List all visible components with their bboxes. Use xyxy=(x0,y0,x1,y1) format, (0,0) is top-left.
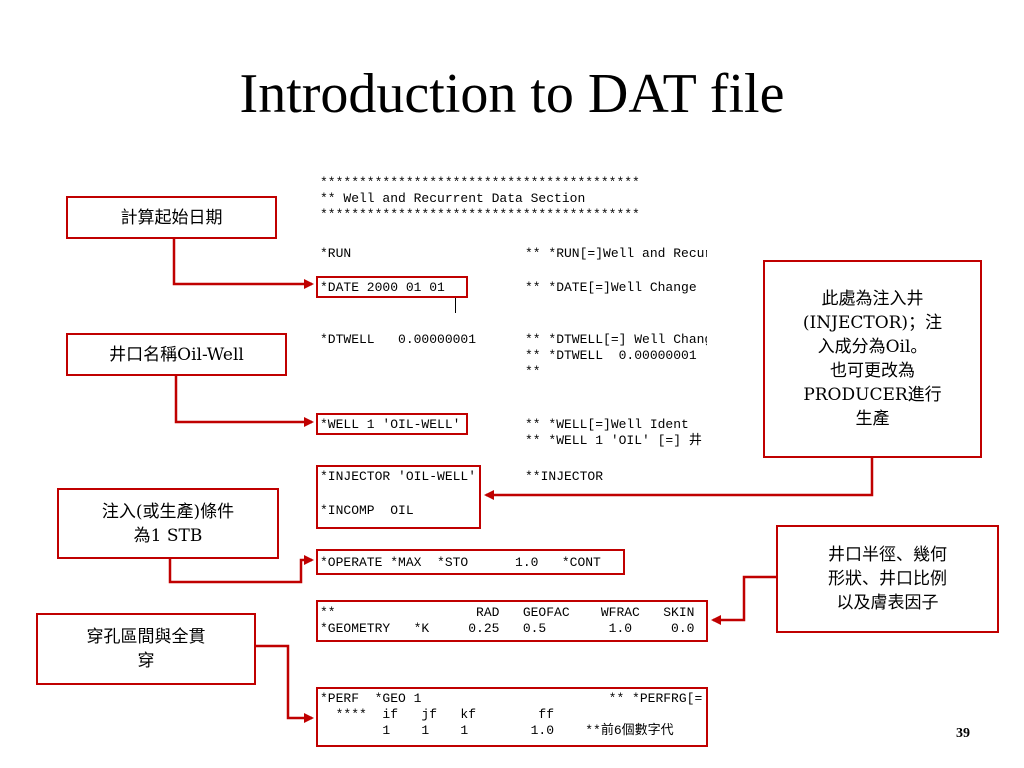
code-dtwell-comment: ** *DTWELL[=] Well Change ** *DTWELL 0.0… xyxy=(525,332,707,379)
page-number: 39 xyxy=(956,726,970,741)
code-well-comment: ** *WELL[=]Well Ident ** *WELL 1 'OIL' [… xyxy=(525,417,702,448)
note-start-date: 計算起始日期 xyxy=(66,196,277,239)
code-run-comment: ** *RUN[=]Well and Recurrent xyxy=(525,246,707,261)
arrow-well-name xyxy=(174,374,314,427)
note-geometry: 井口半徑、幾何 形狀、井口比例 以及膚表因子 xyxy=(776,525,999,633)
code-perf: *PERF *GEO 1 ** *PERFRG[=] **** if jf kf… xyxy=(320,691,704,738)
note-geometry-text: 井口半徑、幾何 形狀、井口比例 以及膚表因子 xyxy=(828,545,947,613)
text-cursor xyxy=(455,296,456,313)
code-run: *RUN xyxy=(320,246,352,261)
note-well-name-text: 井口名稱Oil-Well xyxy=(109,344,244,365)
code-injector-comment: **INJECTOR xyxy=(525,469,604,484)
date-highlight xyxy=(316,276,468,298)
arrow-perforation xyxy=(254,644,314,723)
code-well: *WELL 1 'OIL-WELL' xyxy=(320,417,461,432)
arrow-geometry xyxy=(711,575,778,625)
note-well-name: 井口名稱Oil-Well xyxy=(66,333,287,376)
operate-highlight xyxy=(316,549,625,575)
note-injector: 此處為注入井 (INJECTOR)；注 入成分為Oil。 也可更改為 PRODU… xyxy=(763,260,982,458)
arrow-start-date xyxy=(172,237,314,289)
code-incomp: *INCOMP OIL xyxy=(320,503,414,518)
arrow-injector xyxy=(484,456,874,500)
code-geometry: ** RAD GEOFAC WFRAC SKIN *GEOMETRY *K 0.… xyxy=(320,605,695,636)
perf-highlight xyxy=(316,687,708,747)
arrow-condition xyxy=(168,555,314,584)
injector-highlight xyxy=(316,465,481,529)
note-condition: 注入(或生產)條件 為1 STB xyxy=(57,488,279,559)
slide-title: Introduction to DAT file xyxy=(239,63,785,125)
code-date-comment: ** *DATE[=]Well Change xyxy=(525,280,697,295)
code-injector: *INJECTOR 'OIL-WELL' xyxy=(320,469,477,484)
note-injector-text: 此處為注入井 (INJECTOR)；注 入成分為Oil。 也可更改為 PRODU… xyxy=(802,289,943,429)
code-operate: *OPERATE *MAX *STO 1.0 *CONT xyxy=(320,555,601,570)
note-condition-text: 注入(或生產)條件 為1 STB xyxy=(101,501,235,546)
geometry-highlight xyxy=(316,600,708,642)
note-perforation-text: 穿孔區間與全貫 穿 xyxy=(86,627,206,671)
code-date: *DATE 2000 01 01 xyxy=(320,280,445,295)
note-perforation: 穿孔區間與全貫 穿 xyxy=(36,613,256,685)
note-start-date-text: 計算起始日期 xyxy=(120,207,223,228)
code-header: ****************************************… xyxy=(320,175,640,222)
well-highlight xyxy=(316,413,468,435)
code-dtwell: *DTWELL 0.00000001 xyxy=(320,332,477,347)
